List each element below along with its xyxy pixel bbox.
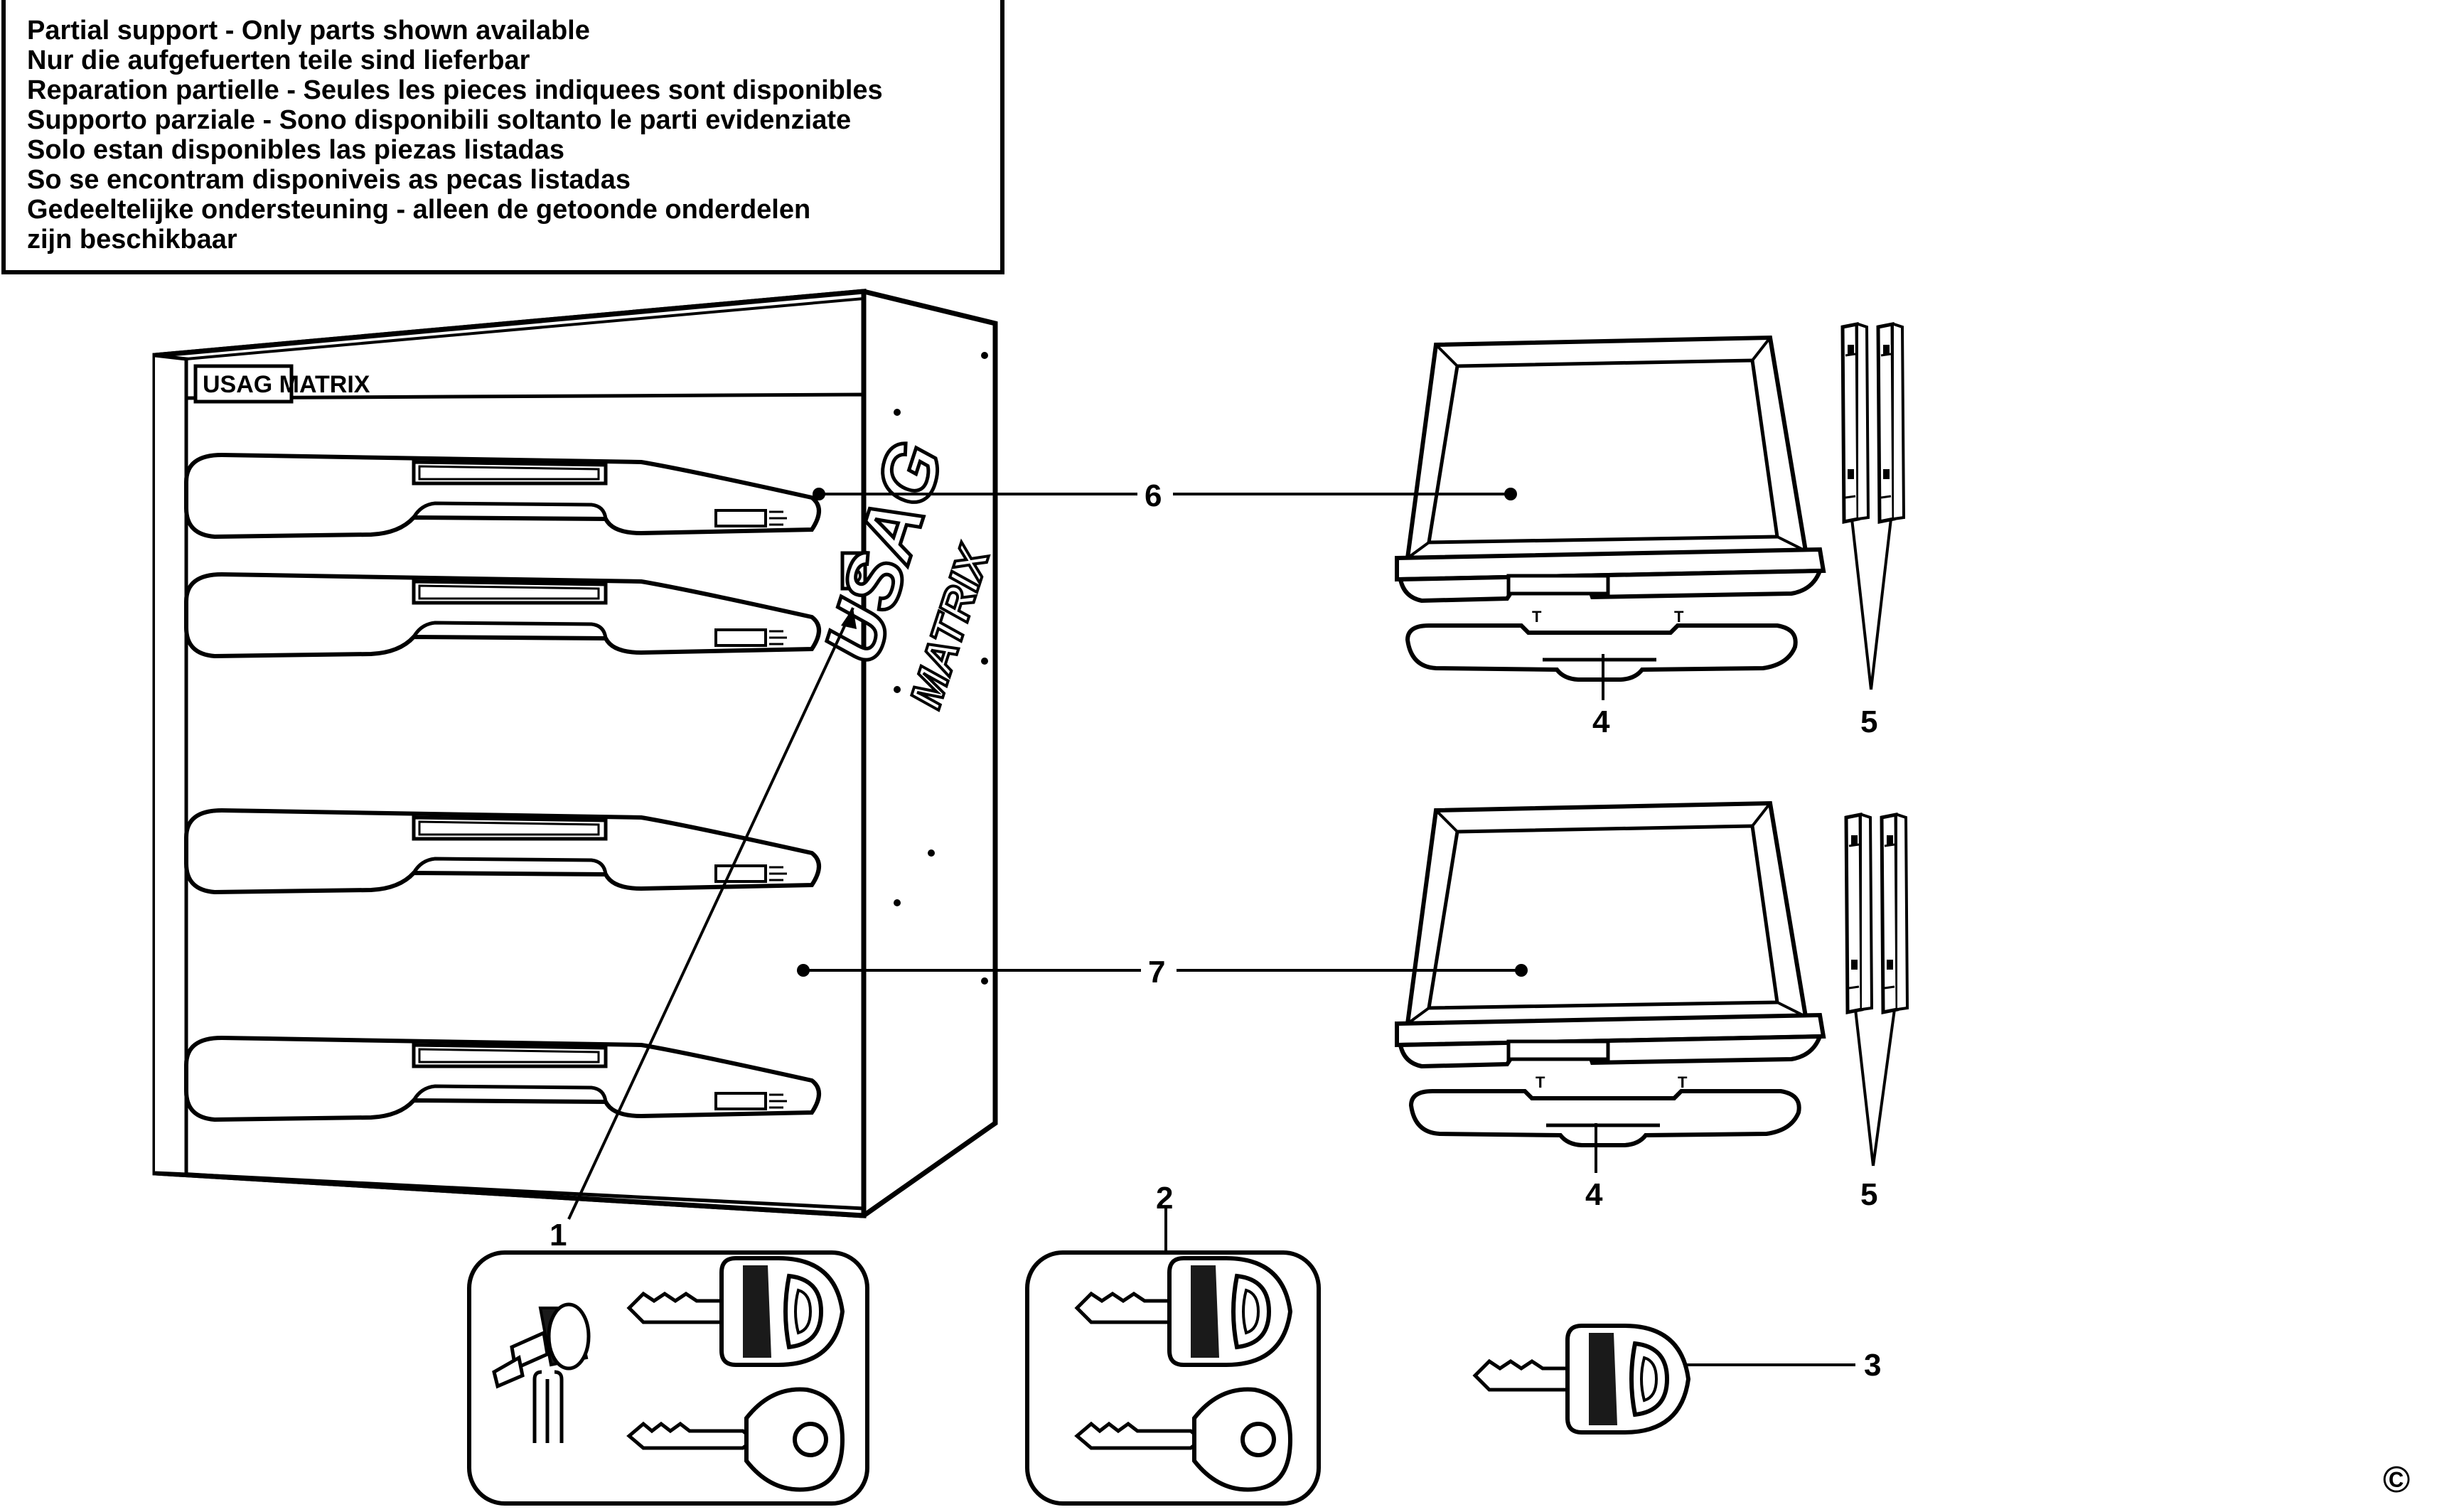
part-4-front-upper-icon xyxy=(1408,608,1796,680)
part-3-key-icon xyxy=(1475,1326,1688,1432)
cabinet-logo: USAG MATRIX xyxy=(203,371,370,398)
notice-line-nl-cont: zijn beschikbaar xyxy=(27,225,237,254)
part-4-drawer-front-upper xyxy=(1408,608,1796,700)
callout-5-lower: 5 xyxy=(1860,1177,1877,1212)
callout-5-upper: 5 xyxy=(1860,704,1877,739)
part-6-drawer-assembly xyxy=(813,338,1823,601)
part-5-rail-upper-b xyxy=(1878,324,1904,522)
part-5-rail-lower-a xyxy=(1846,815,1872,1012)
callout-3: 3 xyxy=(1864,1348,1881,1383)
notice-line-en: Partial support - Only parts shown avail… xyxy=(27,16,590,45)
part-6-drawer-tray xyxy=(1397,338,1823,601)
part-5-rail-upper-a xyxy=(1843,324,1868,522)
part-7-drawer-assembly xyxy=(797,803,1823,1066)
partial-support-notice: Partial support - Only parts shown avail… xyxy=(1,0,1004,274)
notice-line-pt: So se encontram disponiveis as pecas lis… xyxy=(27,165,631,195)
part-5-slide-rails-upper xyxy=(1843,324,1904,690)
part-2-key-set xyxy=(1025,1208,1321,1506)
callout-6: 6 xyxy=(1145,478,1162,513)
notice-line-fr: Reparation partielle - Seules les pieces… xyxy=(27,75,883,105)
callout-4-lower: 4 xyxy=(1585,1177,1603,1212)
callout-4-upper: 4 xyxy=(1592,704,1610,739)
notice-line-nl: Gedeeltelijke ondersteuning - alleen de … xyxy=(27,195,811,225)
part-5-rail-lower-b xyxy=(1882,815,1907,1012)
copyright-mark: © xyxy=(2383,1459,2411,1501)
callout-1: 1 xyxy=(550,1218,567,1253)
notice-line-es: Solo estan disponibles las piezas listad… xyxy=(27,135,565,165)
part-4-drawer-front-lower xyxy=(1411,1073,1799,1173)
part-3-key xyxy=(1475,1326,1855,1432)
part-4-front-lower-icon xyxy=(1411,1073,1799,1145)
callout-2: 2 xyxy=(1156,1181,1173,1216)
notice-line-it: Supporto parziale - Sono disponibili sol… xyxy=(27,105,852,135)
part-1-lock-kit xyxy=(467,607,869,1506)
part-7-drawer-tray xyxy=(1397,803,1823,1066)
callout-7: 7 xyxy=(1148,955,1165,990)
cabinet: USAG MATRIX USAG MATRIX xyxy=(152,289,1001,1218)
notice-line-de: Nur die aufgefuerten teile sind lieferba… xyxy=(27,45,530,75)
part-5-slide-rails-lower xyxy=(1846,815,1907,1167)
